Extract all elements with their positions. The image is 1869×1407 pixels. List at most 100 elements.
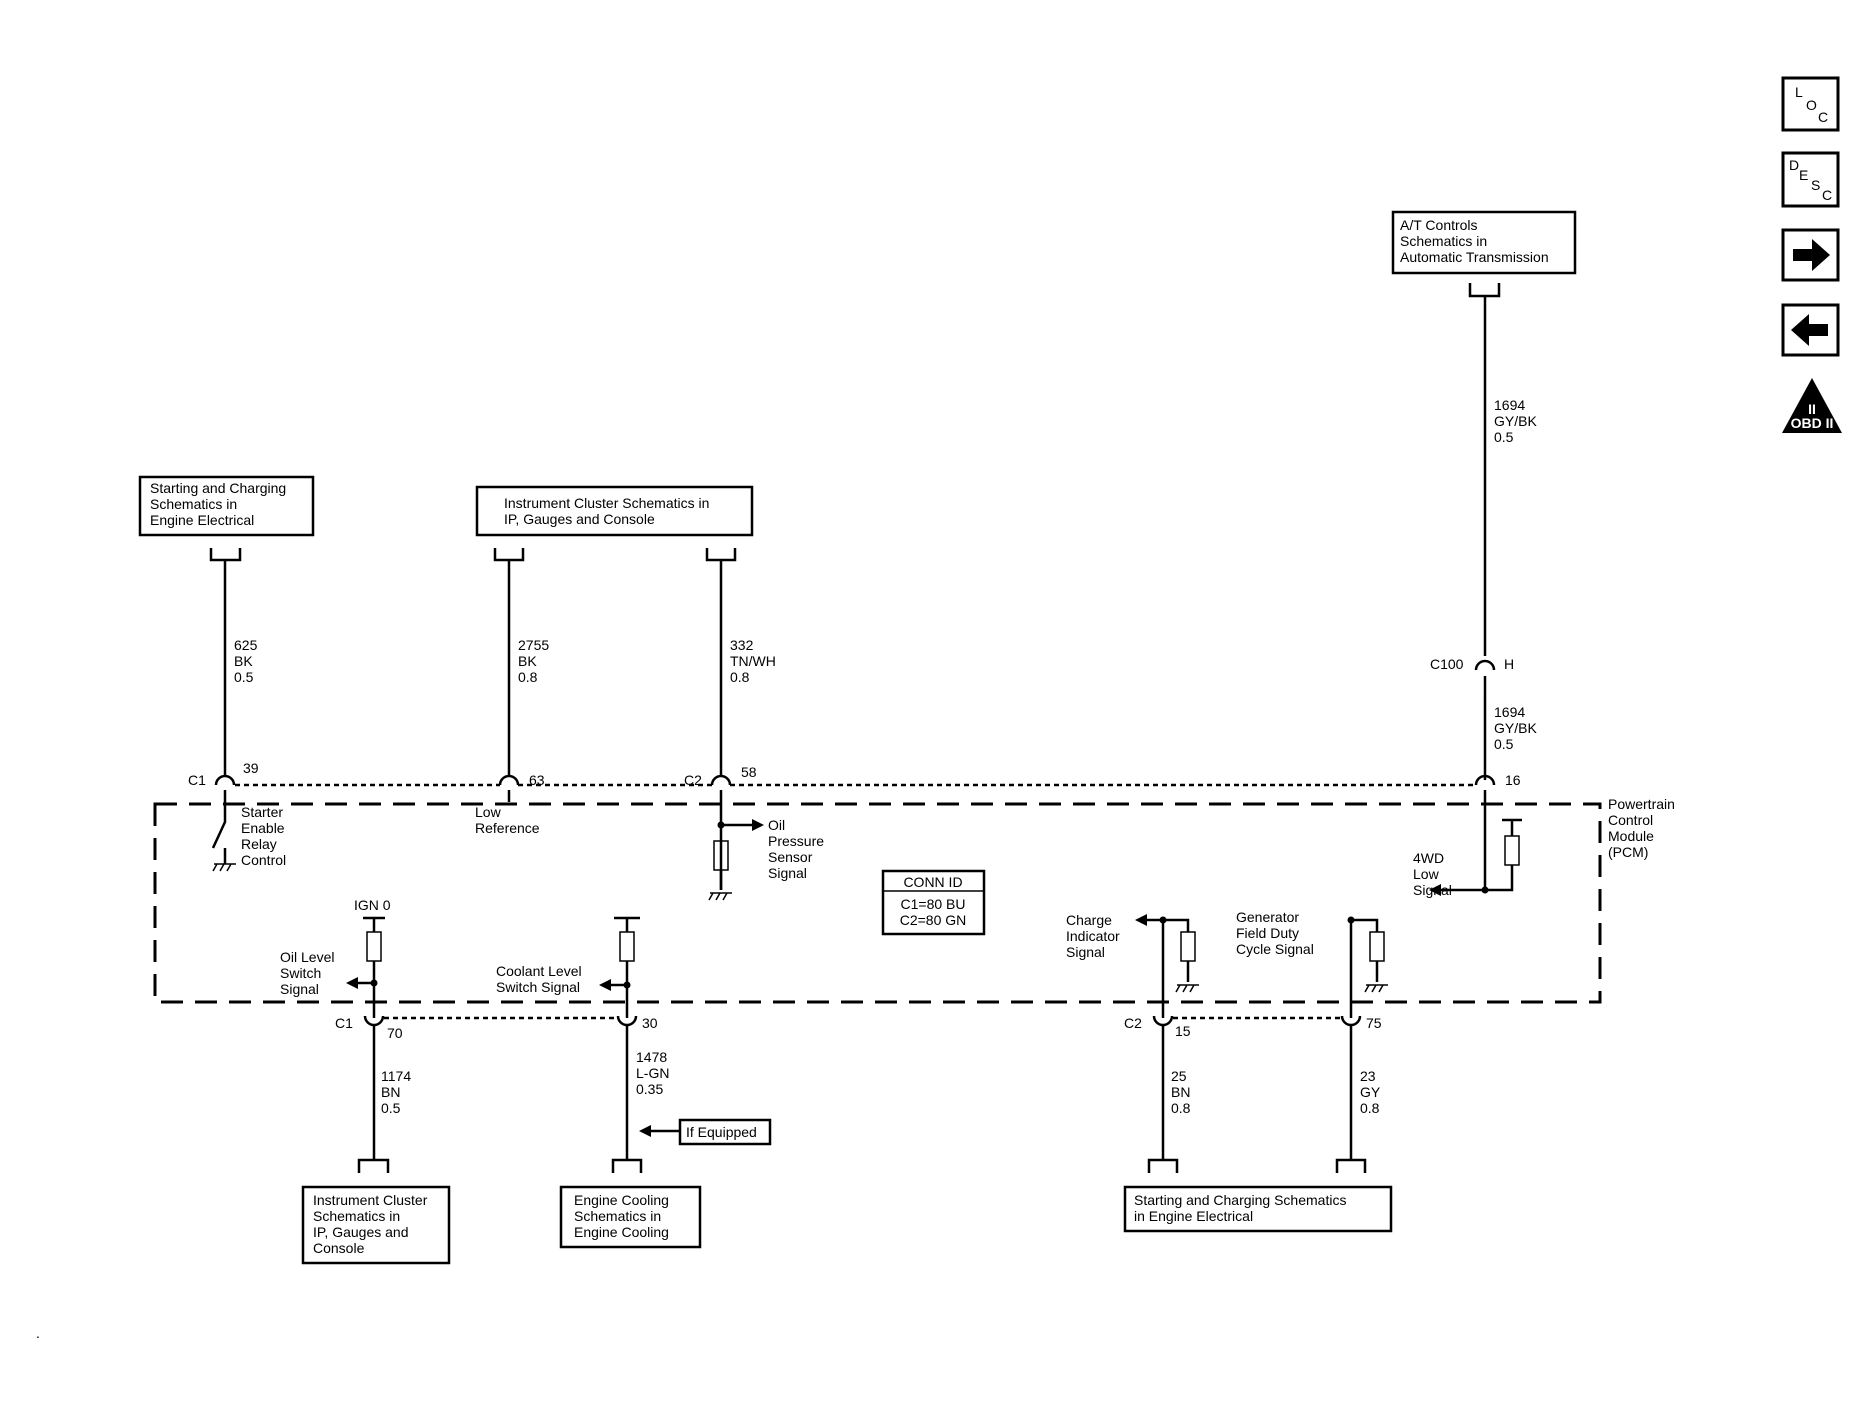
ref-starting-charging-bottom[interactable]: Starting and Charging Schematics in Engi… (1123, 1185, 1393, 1233)
wire-label: 1694 (1494, 397, 1525, 413)
signal-label: Generator (1236, 909, 1299, 925)
starter-enable-relay-switch: Starter Enable Relay Control (211, 804, 286, 872)
wire-23: 23 GY 0.8 (1349, 1026, 1381, 1160)
if-equipped-label: If Equipped (686, 1124, 757, 1140)
conn-id-c2: C2=80 GN (900, 912, 967, 928)
wire-2755: 2755 BK 0.8 (507, 562, 549, 776)
loc-letter: C (1818, 109, 1828, 125)
wire-label: 0.8 (730, 669, 750, 685)
signal-label: Signal (1413, 882, 1452, 898)
desc-letter: S (1811, 177, 1820, 193)
signal-label: Cycle Signal (1236, 941, 1314, 957)
signal-label: Pressure (768, 833, 824, 849)
wire-label: 625 (234, 637, 258, 653)
ref-starting-charging-top[interactable]: Starting and Charging Schematics in Engi… (138, 475, 315, 537)
connector-label: C100 (1430, 656, 1464, 672)
ref-text: Automatic Transmission (1400, 249, 1549, 265)
pcm-module-border (153, 802, 1602, 1004)
signal-label: Starter (241, 804, 283, 820)
connector-label: C1 (335, 1015, 353, 1031)
stray-mark: . (36, 1325, 40, 1341)
signal-label: 4WD (1413, 850, 1444, 866)
module-text: Module (1608, 828, 1654, 844)
wire-label: GY/BK (1494, 413, 1537, 429)
wire-25: 25 BN 0.8 (1161, 1026, 1191, 1160)
desc-letter: E (1799, 167, 1808, 183)
module-text: (PCM) (1608, 844, 1648, 860)
pin-label: 75 (1366, 1015, 1382, 1031)
wire-label: 25 (1171, 1068, 1187, 1084)
coolant-level-switch-circuit: Coolant Level Switch Signal (496, 916, 640, 1002)
connector-row-bottom: C1 70 30 C2 15 75 (335, 1002, 1382, 1041)
loc-button[interactable]: L O C (1781, 76, 1840, 132)
signal-label: Signal (280, 981, 319, 997)
ref-text: Schematics in (574, 1208, 661, 1224)
4wd-low-signal-circuit: 4WD Low Signal (1413, 804, 1522, 898)
signal-label: Low (475, 804, 502, 820)
wire-625: 625 BK 0.5 (223, 562, 258, 776)
wire-label: 1694 (1494, 704, 1525, 720)
arrow-left-icon (1791, 314, 1828, 346)
connector-label: C2 (684, 772, 702, 788)
pin-label: 39 (243, 760, 259, 776)
prev-button[interactable] (1781, 303, 1840, 357)
generator-field-duty-circuit: Generator Field Duty Cycle Signal (1236, 909, 1388, 1002)
pin-label: 30 (642, 1015, 658, 1031)
ref-text: IP, Gauges and Console (504, 511, 655, 527)
signal-label: Low (1413, 866, 1440, 882)
ref-at-controls[interactable]: A/T Controls Schematics in Automatic Tra… (1391, 210, 1577, 275)
ref-engine-cooling-bottom[interactable]: Engine Cooling Schematics in Engine Cool… (559, 1185, 702, 1249)
wire-label: GY/BK (1494, 720, 1537, 736)
wire-label: BK (234, 653, 253, 669)
ref-text: Starting and Charging (150, 480, 286, 496)
connector-label: C2 (1124, 1015, 1142, 1031)
ref-text: Engine Cooling (574, 1224, 669, 1240)
if-equipped-note: If Equipped (639, 1118, 772, 1146)
ref-text: Instrument Cluster (313, 1192, 428, 1208)
pin-label: H (1504, 656, 1514, 672)
connector-c100: C100 H (1430, 656, 1514, 690)
module-text: Powertrain (1608, 796, 1675, 812)
wire-label: 2755 (518, 637, 549, 653)
ref-text: Schematics in (150, 496, 237, 512)
oil-pressure-sensor-circuit: Oil Pressure Sensor Signal (708, 804, 824, 901)
ref-text: A/T Controls (1400, 217, 1478, 233)
signal-label: Oil (768, 817, 785, 833)
ref-text: Engine Electrical (150, 512, 254, 528)
signal-label: Switch (280, 965, 321, 981)
module-text: Control (1608, 812, 1653, 828)
signal-label: Field Duty (1236, 925, 1299, 941)
ref-text: IP, Gauges and (313, 1224, 408, 1240)
ref-instrument-cluster-top[interactable]: Instrument Cluster Schematics in IP, Gau… (475, 485, 754, 537)
signal-label: Sensor (768, 849, 813, 865)
conn-id-box: CONN ID C1=80 BU C2=80 GN (881, 869, 986, 936)
connector-row-top: C1 39 63 C2 58 16 (188, 760, 1521, 804)
wire-1478: 1478 L-GN 0.35 (625, 1026, 669, 1160)
pin-label: 15 (1175, 1023, 1191, 1039)
ref-instrument-cluster-bottom[interactable]: Instrument Cluster Schematics in IP, Gau… (301, 1185, 451, 1265)
obd-roman: II (1808, 401, 1816, 417)
low-reference-label: Low Reference (475, 804, 540, 836)
wire-label: 0.5 (1494, 736, 1514, 752)
ref-connector-stubs-top (209, 283, 1501, 562)
wire-label: 0.5 (1494, 429, 1514, 445)
wire-label: 23 (1360, 1068, 1376, 1084)
obd-label: OBD II (1791, 415, 1834, 431)
wire-label: 332 (730, 637, 754, 653)
pin-label: 16 (1505, 772, 1521, 788)
pin-label: 58 (741, 764, 757, 780)
obd-ii-button[interactable]: II OBD II (1782, 378, 1842, 433)
wire-label: L-GN (636, 1065, 669, 1081)
signal-label: Charge (1066, 912, 1112, 928)
wire-332: 332 TN/WH 0.8 (719, 562, 776, 776)
connector-label: C1 (188, 772, 206, 788)
signal-label: Coolant Level (496, 963, 582, 979)
next-button[interactable] (1781, 228, 1840, 282)
wire-label: 0.5 (381, 1100, 401, 1116)
desc-button[interactable]: D E S C (1781, 151, 1840, 208)
desc-letter: C (1822, 187, 1832, 203)
ign-label: IGN 0 (354, 897, 391, 913)
wire-label: 0.8 (518, 669, 538, 685)
signal-label: Enable (241, 820, 285, 836)
